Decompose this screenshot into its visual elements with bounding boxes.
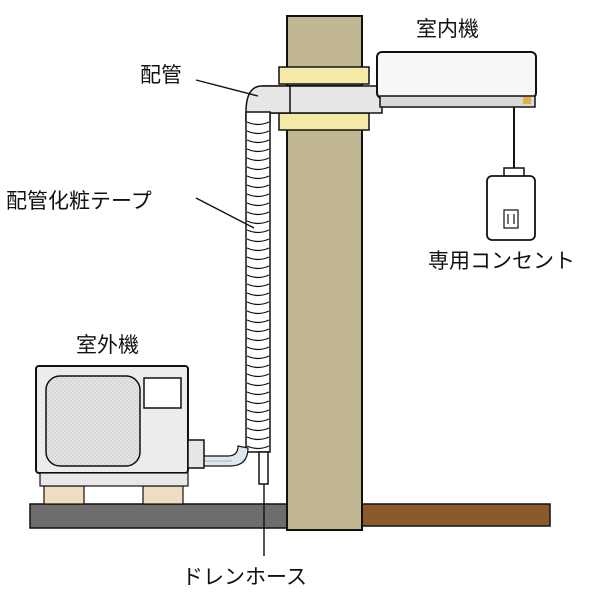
drain-hose: [258, 451, 269, 485]
outdoor-valve-box: [187, 439, 205, 469]
tape-band: [246, 292, 270, 297]
tape-band: [246, 220, 270, 225]
tape-band: [246, 256, 270, 261]
tape-band: [246, 157, 270, 162]
tape-band: [246, 373, 270, 378]
tape-band: [246, 247, 270, 252]
indoor-unit-base: [379, 95, 536, 108]
tape-band: [246, 202, 270, 207]
tape-band: [246, 328, 270, 333]
tape-band: [246, 274, 270, 279]
tape-band: [246, 391, 270, 396]
piping-tape-label: 配管化粧テープ: [6, 189, 152, 213]
tape-band: [246, 130, 270, 135]
outdoor-unit: [35, 365, 205, 505]
tape-band: [246, 175, 270, 180]
outdoor-foot-left: [43, 485, 85, 505]
tape-band: [246, 418, 270, 423]
piping-tape: [245, 111, 271, 453]
tape-band: [246, 139, 270, 144]
dedicated-outlet-label: 専用コンセント: [428, 249, 575, 273]
tape-band: [246, 409, 270, 414]
wall-lower: [286, 114, 363, 531]
tape-band: [246, 445, 270, 450]
tape-band: [246, 400, 270, 405]
tape-band: [246, 346, 270, 351]
dedicated-outlet: [486, 175, 536, 241]
tape-band: [246, 355, 270, 360]
outdoor-unit-label: 室外機: [76, 333, 139, 357]
tape-band: [246, 301, 270, 306]
drain-hose-label: ドレンホース: [182, 565, 307, 589]
tape-band: [246, 283, 270, 288]
tape-band: [246, 436, 270, 441]
wall-sleeve-bottom: [278, 112, 370, 131]
tape-band: [246, 427, 270, 432]
tape-band: [246, 121, 270, 126]
indoor-unit-label: 室内機: [416, 17, 479, 41]
outdoor-foot-right: [142, 485, 184, 505]
tape-band: [246, 382, 270, 387]
piping-leader: [195, 79, 259, 97]
pipe-to-outdoor-unit: [199, 445, 249, 467]
tape-band: [246, 229, 270, 234]
tape-band: [246, 337, 270, 342]
indoor-unit-indicator: [523, 97, 531, 104]
outdoor-panel: [143, 377, 182, 409]
piping-label: 配管: [140, 63, 182, 87]
wall-sleeve-top: [278, 66, 370, 85]
tape-band: [246, 265, 270, 270]
tape-band: [246, 319, 270, 324]
tape-band: [246, 184, 270, 189]
tape-band: [246, 310, 270, 315]
piping-tape-leader: [195, 197, 255, 229]
ground-outside: [29, 503, 288, 529]
tape-band: [246, 211, 270, 216]
tape-band: [246, 238, 270, 243]
indoor-unit-body: [376, 51, 537, 99]
ground-inside: [361, 503, 551, 527]
tape-band: [246, 166, 270, 171]
tape-band: [246, 148, 270, 153]
outdoor-fan-grille: [45, 375, 141, 467]
tape-band: [246, 193, 270, 198]
tape-band: [246, 364, 270, 369]
